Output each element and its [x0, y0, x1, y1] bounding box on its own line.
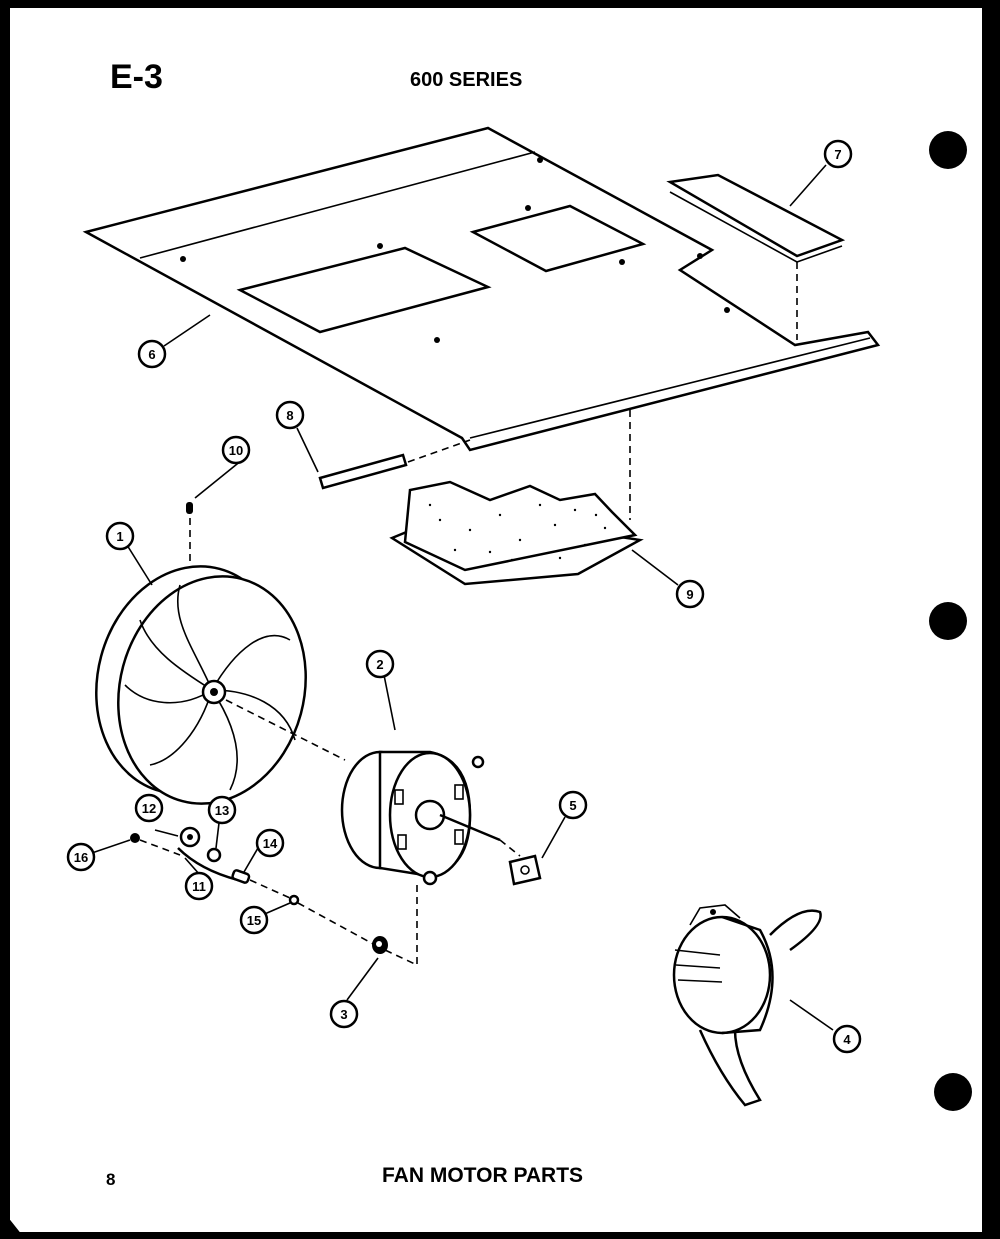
- svg-text:10: 10: [229, 443, 243, 458]
- page-number: 8: [106, 1170, 115, 1189]
- nut-part: [508, 854, 542, 886]
- callout-8: 8: [275, 400, 305, 430]
- section-title: FAN MOTOR PARTS: [382, 1164, 583, 1187]
- callout-1: 1: [105, 521, 135, 551]
- punch-hole-top: [929, 131, 967, 169]
- svg-text:16: 16: [74, 850, 88, 865]
- callout-14: 14: [255, 828, 285, 858]
- fan-motor-part: [340, 750, 521, 967]
- callout-15: 15: [239, 905, 269, 935]
- callout-3: 3: [329, 999, 359, 1029]
- page-code: E-3: [110, 58, 163, 96]
- strip-part: [318, 439, 471, 490]
- callout-4: 4: [832, 1024, 862, 1054]
- callout-5: 5: [558, 790, 588, 820]
- plug-part: [186, 502, 193, 575]
- svg-text:5: 5: [569, 798, 576, 813]
- fan-blade-part: [95, 565, 346, 805]
- callout-16: 16: [66, 842, 96, 872]
- bracket-part: [666, 173, 846, 340]
- svg-text:2: 2: [376, 657, 383, 672]
- top-panel-part: [82, 126, 881, 452]
- callout-2: 2: [365, 649, 395, 679]
- svg-text:14: 14: [263, 836, 278, 851]
- svg-text:8: 8: [286, 408, 293, 423]
- svg-text:1: 1: [116, 529, 123, 544]
- capacitor-bracket-part: [672, 904, 822, 1107]
- series-title: 600 SERIES: [410, 69, 522, 91]
- svg-text:6: 6: [148, 347, 155, 362]
- callout-12: 12: [134, 793, 164, 823]
- callout-9: 9: [675, 579, 705, 609]
- svg-text:9: 9: [686, 587, 693, 602]
- svg-text:3: 3: [340, 1007, 347, 1022]
- callout-11: 11: [184, 871, 214, 901]
- svg-text:13: 13: [215, 803, 229, 818]
- callout-7: 7: [823, 139, 853, 169]
- svg-text:12: 12: [142, 801, 156, 816]
- svg-text:7: 7: [834, 147, 841, 162]
- punch-hole-bottom: [934, 1073, 972, 1111]
- punch-hole-middle: [929, 602, 967, 640]
- svg-text:11: 11: [192, 879, 206, 894]
- callout-13: 13: [207, 795, 237, 825]
- hardware-parts: [130, 826, 376, 946]
- svg-text:4: 4: [843, 1032, 851, 1047]
- callout-6: 6: [137, 339, 167, 369]
- svg-text:15: 15: [247, 913, 261, 928]
- grommet-part: [372, 936, 388, 954]
- callout-10: 10: [221, 435, 251, 465]
- insulation-part: [389, 410, 644, 586]
- leader-lines: [85, 164, 834, 1031]
